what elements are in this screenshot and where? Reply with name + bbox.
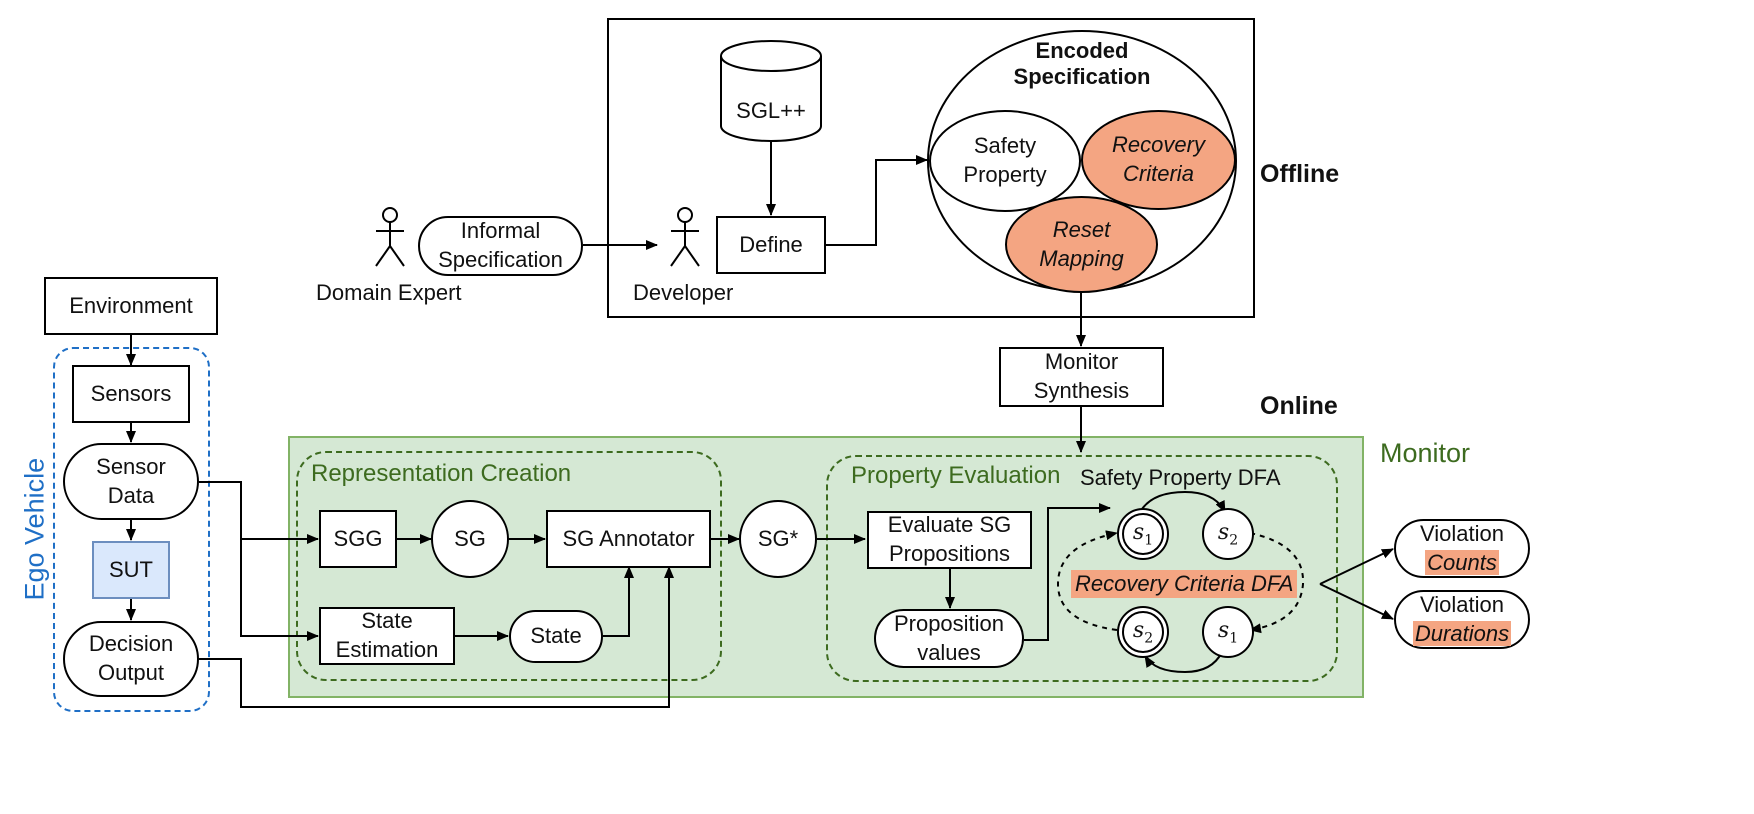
informal-line1: Informal [460,218,541,244]
sensors-label: Sensors [90,380,172,406]
sg-node: SG [431,500,509,578]
environment-label: Environment [69,292,193,318]
state-sub: 1 [1229,630,1239,647]
recovery-state-s1: s1 [1202,606,1254,658]
reset-line2: Mapping [1039,245,1124,271]
recovery-state-s2-accepting: s2 [1117,606,1169,658]
arrow-proposition-to-dfa [1024,503,1111,641]
counts-label: Counts [1425,549,1499,575]
violation-label: Violation [1420,591,1504,617]
arrow-data-to-sgg [199,481,319,544]
evaluate-line2: Propositions [888,541,1011,566]
decision-output-node: Decision Output [63,621,199,697]
sg-label: SG [454,525,486,551]
domain-expert-label: Domain Expert [316,280,462,305]
online-label: Online [1260,392,1338,420]
arrow-dfa-to-durations [1319,583,1394,620]
safety-line1: Safety [973,133,1037,159]
arrow-dfa-to-counts [1319,548,1394,585]
state-node: State [509,610,603,663]
environment-box: Environment [44,277,218,335]
representation-creation-title: Representation Creation [311,460,572,487]
violation-counts-node: Violation Counts [1394,519,1530,578]
person-icon [375,207,405,267]
state-var: s [1217,617,1230,643]
representation-creation-region [296,451,722,681]
dashed-arrow-s2-to-recovery-s2 [1249,532,1305,634]
sg-annotator-box: SG Annotator [546,510,711,568]
sut-box: SUT [92,541,170,599]
violation-durations-node: Violation Durations [1394,590,1530,649]
dfa-state-s2: s2 [1202,508,1254,560]
recovery-criteria-node: Recovery Criteria [1081,110,1236,210]
monitor-synthesis-box: Monitor Synthesis [999,347,1164,407]
state-est-line1: State [361,608,413,634]
state-var: s [1217,519,1230,545]
recovery-criteria-dfa-label: Recovery Criteria DFA [1071,570,1298,598]
offline-label: Offline [1260,160,1340,188]
arrow-state-to-annotator [603,566,634,637]
arrow-data-to-state-estimation [240,539,319,641]
sg-annotator-label: SG Annotator [562,525,695,551]
arrow-s1-to-s2-top [1138,490,1226,515]
monitor-label: Monitor [1380,438,1471,468]
ego-vehicle-label: Ego Vehicle [19,457,50,601]
proposition-values-node: Proposition values [874,609,1024,668]
informal-line2: Specification [438,247,563,272]
safety-line2: Property [963,162,1047,187]
developer-label: Developer [633,280,734,305]
define-label: Define [739,231,803,257]
reset-line1: Reset [1052,216,1111,242]
encoded-spec-line2: Specification [1013,64,1151,90]
sensors-box: Sensors [72,365,190,423]
arrow-define-to-spec [826,155,928,246]
state-est-line2: Estimation [335,637,439,662]
synthesis-line1: Monitor [1044,349,1119,375]
state-label: State [530,623,582,649]
violation-label: Violation [1420,520,1504,546]
sensor-data-line1: Sensor [96,453,166,479]
state-estimation-box: State Estimation [319,607,455,665]
evaluate-sg-propositions-box: Evaluate SG Propositions [867,511,1032,569]
arrow-decision-to-annotator [199,566,674,708]
durations-label: Durations [1412,620,1512,646]
database-icon [720,40,822,142]
decision-line1: Decision [88,631,174,657]
evaluate-line1: Evaluate SG [887,512,1012,538]
synthesis-line2: Synthesis [1033,378,1130,403]
safety-property-node: Safety Property [929,110,1081,212]
sgl-label: SGL++ [736,98,806,123]
sg-star-label: SG* [757,525,799,551]
property-evaluation-region [826,455,1338,682]
developer-actor [667,206,703,268]
reset-mapping-node: Reset Mapping [1005,196,1158,293]
state-sub: 2 [1229,532,1239,549]
offline-region [607,18,1255,318]
domain-expert-actor [372,206,408,268]
encoded-spec-title: Encoded Specification [927,38,1237,91]
safety-property-dfa-title: Safety Property DFA [1080,465,1281,490]
arrow-s1-to-s2-bottom [1144,651,1223,674]
sgg-label: SGG [333,525,383,551]
decision-line2: Output [97,660,165,685]
sensor-data-line2: Data [107,482,155,508]
sg-star-node: SG* [739,500,817,578]
sut-label: SUT [109,556,153,582]
property-evaluation-title: Property Evaluation [851,462,1061,489]
person-icon [670,207,700,267]
sgl-database: SGL++ [720,40,822,143]
recovery-line2: Criteria [1123,161,1194,186]
sensor-data-node: Sensor Data [63,443,199,520]
dfa-state-s1-accepting: s1 [1117,508,1169,560]
proposition-line2: values [917,639,981,665]
proposition-line1: Proposition [893,610,1005,636]
encoded-spec-line1: Encoded [1035,38,1129,63]
dashed-arrow-recovery-s2-to-s1 [1056,530,1118,631]
sgg-box: SGG [319,510,397,568]
define-box: Define [716,216,826,274]
recovery-line1: Recovery [1112,132,1205,158]
informal-specification: Informal Specification [418,216,583,276]
